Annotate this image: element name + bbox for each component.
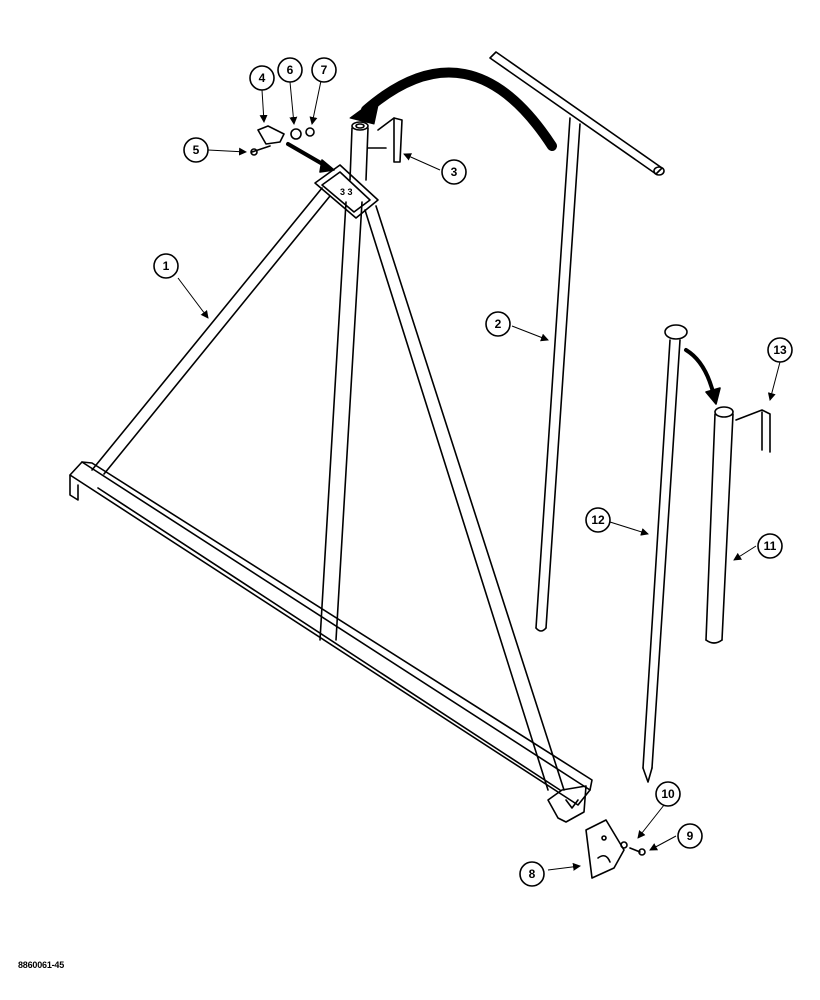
stake-pin (642, 324, 688, 783)
callout-label-11: 11 (764, 539, 777, 553)
callout-label-7: 7 (321, 63, 328, 77)
frame-marks: 3 3 (340, 187, 353, 197)
assembly-arrow-large (361, 67, 557, 151)
assembly-arrowhead-large (349, 95, 381, 125)
figure-id: 8860061-45 (18, 960, 65, 970)
callout-2 (485, 311, 511, 337)
callout-label-6: 6 (287, 63, 294, 77)
callout-label-2: 2 (495, 317, 502, 331)
callout-label-9: 9 (687, 829, 694, 843)
callout-8 (519, 861, 545, 887)
callout-13 (767, 337, 793, 363)
callout-label-12: 12 (591, 513, 605, 527)
assembly-arrow-hardware (286, 142, 328, 168)
callout-10 (655, 781, 681, 807)
callout-4 (249, 65, 275, 91)
callout-5 (183, 137, 209, 163)
clamp-hardware (250, 125, 315, 156)
l-pin-13 (735, 409, 771, 453)
callout-7 (311, 57, 337, 83)
callout-9 (677, 823, 703, 849)
callout-1 (153, 253, 179, 279)
callout-label-3: 3 (451, 165, 458, 179)
callouts (153, 57, 793, 887)
t-handle-rod (489, 51, 665, 632)
callout-label-5: 5 (193, 143, 200, 157)
foot-plate (585, 819, 625, 879)
callout-6 (277, 57, 303, 83)
a-frame-stand: 3 3 (69, 121, 593, 823)
callout-11 (757, 533, 783, 559)
callout-label-10: 10 (661, 787, 675, 801)
callout-label-13: 13 (773, 343, 787, 357)
callout-12 (585, 507, 611, 533)
callout-label-1: 1 (163, 259, 170, 273)
l-pin-3 (377, 117, 403, 163)
assembly-arrow-stake (684, 348, 716, 398)
callout-label-4: 4 (259, 71, 266, 85)
callout-label-8: 8 (529, 867, 536, 881)
bolt-washer (620, 841, 646, 856)
callout-3 (441, 159, 467, 185)
sleeve-tube (705, 406, 734, 644)
